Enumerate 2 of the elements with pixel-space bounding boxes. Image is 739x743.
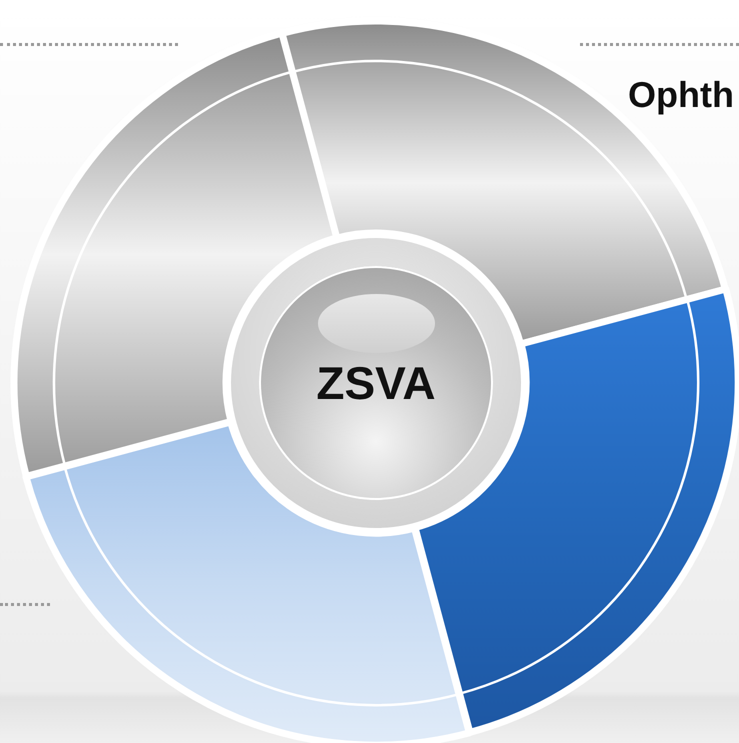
- center-label: ZSVA: [316, 356, 436, 410]
- heading-text: Ophth: [628, 74, 734, 116]
